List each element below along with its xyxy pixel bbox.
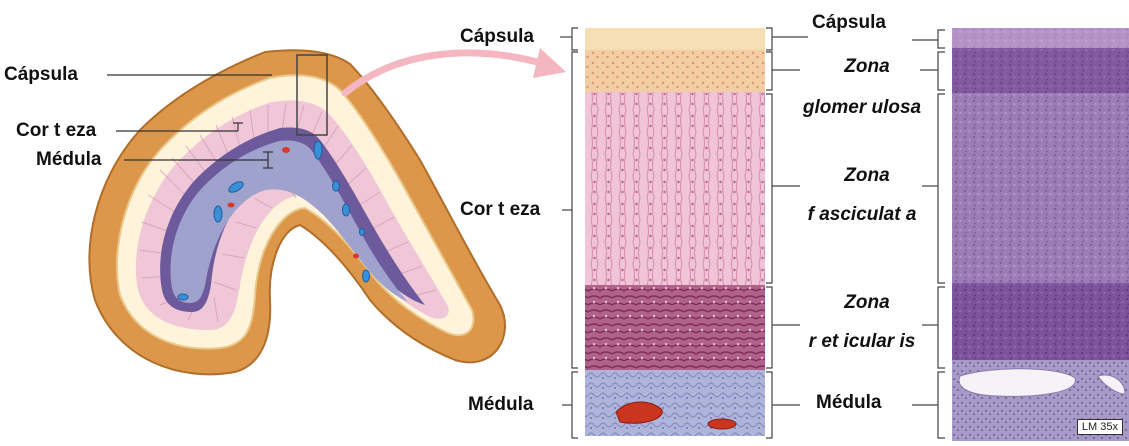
- micrograph-reticularis: [952, 283, 1129, 368]
- micrograph-glomerulosa: [952, 48, 1129, 93]
- label-capsula-right: Cápsula: [812, 13, 886, 32]
- layer-medulla: [585, 370, 765, 436]
- label-glomerulosa-1: Zona: [808, 57, 926, 76]
- middle-left-brackets: [560, 28, 578, 438]
- layer-fasciculata: [585, 92, 765, 285]
- label-corteza-left: Cor t eza: [16, 121, 96, 140]
- label-capsula-left: Cápsula: [4, 65, 78, 84]
- label-corteza-mid: Cor t eza: [460, 200, 540, 219]
- magnify-arrow: [345, 48, 566, 93]
- label-fasciculata-2: f asciculat a: [788, 205, 936, 224]
- label-medula-right: Médula: [816, 393, 881, 412]
- label-reticularis-1: Zona: [808, 293, 926, 312]
- layer-capsule: [585, 28, 765, 50]
- label-medula-mid: Médula: [468, 395, 533, 414]
- gland-illustration: [89, 50, 505, 374]
- label-glomerulosa-2: glomer ulosa: [788, 98, 936, 117]
- label-capsula-mid: Cápsula: [460, 27, 534, 46]
- micrograph-vessel-1: [959, 369, 1075, 397]
- middle-right-brackets: [766, 28, 808, 438]
- layer-reticularis: [585, 285, 765, 370]
- micrograph: [952, 28, 1129, 441]
- label-medula-left: Médula: [36, 150, 101, 169]
- label-reticularis-2: r et icular is: [788, 332, 936, 351]
- layer-glomerulosa: [585, 50, 765, 92]
- medulla-vessel-2: [708, 419, 736, 429]
- right-brackets: [912, 30, 945, 438]
- micrograph-capsule: [952, 28, 1129, 48]
- label-fasciculata-1: Zona: [808, 166, 926, 185]
- histology-illustration: [585, 28, 765, 436]
- micrograph-fasciculata: [952, 93, 1129, 283]
- magnification-label: LM 35x: [1077, 419, 1123, 435]
